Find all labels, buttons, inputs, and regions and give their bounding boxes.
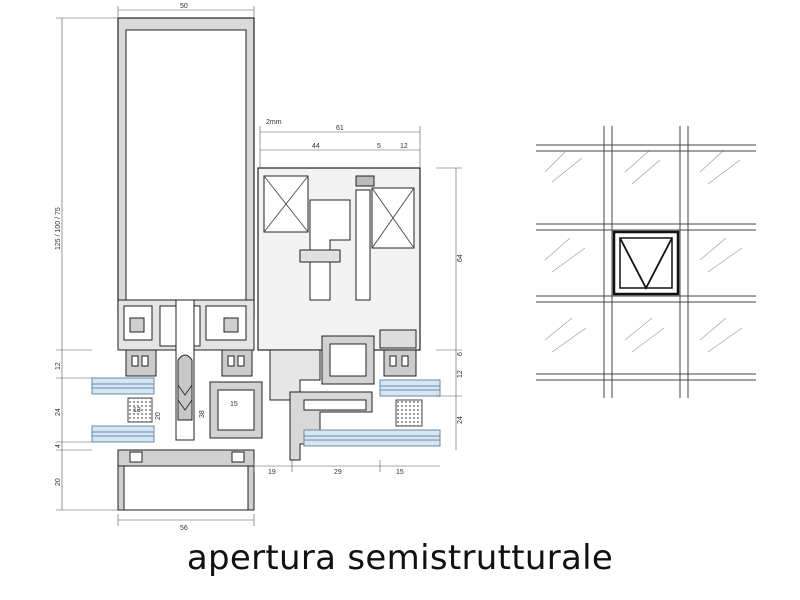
section-drawing xyxy=(91,17,441,511)
dim-height-left: 125 / 100 / 75 xyxy=(55,207,62,250)
dim-width-61: 61 xyxy=(336,125,344,132)
dim-seg-44: 44 xyxy=(312,143,320,150)
dim-seg-5: 5 xyxy=(377,143,381,150)
dim-right-6: 6 xyxy=(457,352,464,356)
glass-panes xyxy=(544,149,743,353)
left-glass xyxy=(91,377,155,443)
dimension-lines xyxy=(56,6,462,526)
dim-left-24: 24 xyxy=(55,408,62,416)
dim-left-4: 4 xyxy=(55,444,62,448)
dim-left-12: 12 xyxy=(55,362,62,370)
dim-bottom-15: 15 xyxy=(396,469,404,476)
dim-bottom-19: 19 xyxy=(268,469,276,476)
opening-vent-icon xyxy=(612,230,680,296)
dim-top-width: 50 xyxy=(180,3,188,10)
grid-mullions xyxy=(536,126,756,398)
caption: apertura semistrutturale xyxy=(186,538,614,578)
dim-inner-15: 15 xyxy=(230,401,238,408)
facade-elevation xyxy=(536,126,756,398)
dim-inner-20: 20 xyxy=(155,412,162,420)
spring-element xyxy=(175,299,195,441)
dim-left-20: 20 xyxy=(55,478,62,486)
dim-right-12: 12 xyxy=(457,370,464,378)
dim-seg-12: 12 xyxy=(400,143,408,150)
gasket-blocks xyxy=(125,349,253,377)
dim-right-24: 24 xyxy=(457,416,464,424)
sash-frame xyxy=(257,167,421,351)
dimension-labels: 50 2mm 61 44 5 12 125 / 100 / 75 64 6 12… xyxy=(55,3,464,532)
dim-inner-38: 38 xyxy=(199,410,206,418)
right-glass xyxy=(303,349,441,447)
dim-height-64: 64 xyxy=(457,254,464,262)
connector-box xyxy=(209,381,263,439)
dim-gap: 2mm xyxy=(266,119,282,126)
dim-bottom-29: 29 xyxy=(334,469,342,476)
bottom-profile xyxy=(117,449,255,511)
dim-bottom-56: 56 xyxy=(180,525,188,532)
dim-inner-13: 13 xyxy=(133,407,141,414)
